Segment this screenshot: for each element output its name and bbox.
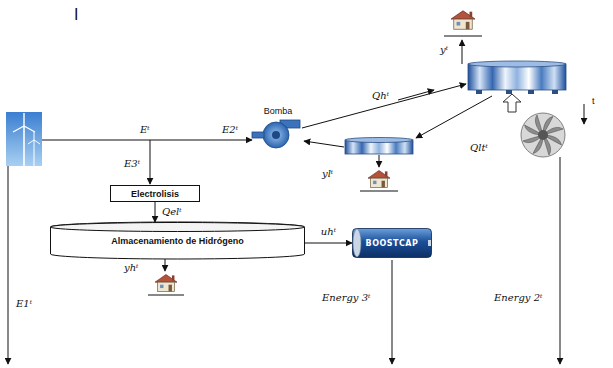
house-base: [360, 191, 398, 192]
flow-label: uhᵗ: [320, 226, 337, 238]
panel-marker: I: [74, 6, 78, 24]
flow-label: Qelᵗ: [161, 206, 183, 218]
lower-reservoir: [345, 138, 413, 155]
variable-label: Qhᵗ: [372, 90, 389, 102]
energy-line: [560, 157, 561, 364]
node-outline: [252, 106, 304, 150]
variable-label: yᵗ: [440, 44, 448, 56]
house-icon: [368, 171, 390, 188]
energy-line: [392, 260, 393, 364]
variable-label: Eᵗ: [140, 124, 150, 136]
flow-line: [165, 259, 166, 271]
flow-line: [584, 104, 585, 124]
variable-label: E3ᵗ: [124, 158, 140, 170]
energy-line: [42, 140, 252, 141]
battery-symbol: BOOSTCAP: [352, 228, 432, 258]
variable-label: E1ᵗ: [16, 298, 32, 310]
hollow-arrow: [503, 94, 521, 112]
energy-line: [150, 140, 151, 184]
wind-turbine: [6, 112, 42, 166]
node-outline: [50, 222, 305, 259]
pump-symbol: Bomba: [252, 106, 304, 150]
flow-line: [304, 141, 344, 147]
energy-line: [8, 166, 9, 364]
house-base: [148, 295, 184, 296]
flow-connector: [155, 202, 156, 222]
flow-connector: [305, 243, 352, 244]
flow-line: [379, 155, 380, 167]
node-outline: [110, 185, 200, 202]
node-label: Almacenamiento de Hidrógeno: [111, 236, 244, 246]
variable-label: t: [592, 96, 595, 106]
house-icon: [451, 11, 475, 29]
variable-label: Energy 2ᵗ: [494, 292, 543, 304]
component-name: Bomba: [264, 106, 293, 116]
variable-label: yhᵗ: [124, 262, 139, 274]
node-label: BOOSTCAP: [366, 239, 419, 248]
node-label: Electrolisis: [131, 189, 179, 199]
house-base: [444, 36, 482, 37]
process-box: Electrolisis: [110, 185, 200, 202]
storage-tank: Almacenamiento de Hidrógeno: [50, 222, 305, 259]
flow-line: [416, 96, 492, 138]
upper-reservoir: [468, 61, 566, 94]
flow-arrow: [398, 90, 434, 100]
house-icon: [155, 275, 177, 292]
variable-label: ylᵗ: [322, 168, 333, 180]
hydro-turbine: [521, 113, 565, 157]
variable-label: E2ᵗ: [222, 124, 238, 136]
node-outline: [352, 228, 432, 258]
variable-label: Energy 3ᵗ: [322, 292, 371, 304]
flow-line: [302, 84, 466, 128]
variable-label: Qltᵗ: [470, 142, 488, 154]
flow-line: [462, 40, 463, 64]
